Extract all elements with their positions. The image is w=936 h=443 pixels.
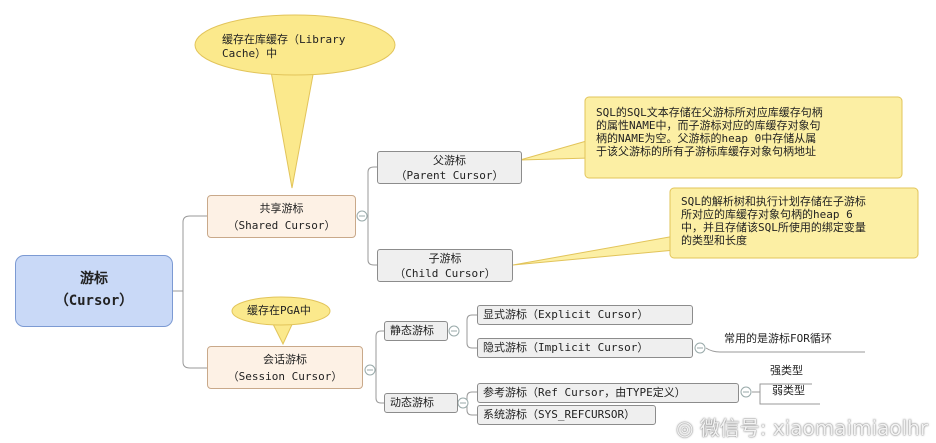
explicit-cursor-node[interactable]: 显式游标（Explicit Cursor） (477, 305, 693, 325)
node-title: 父游标 (433, 154, 466, 167)
note-line: SQL的SQL文本存储在父游标所对应库缓存句柄 (596, 106, 823, 119)
parent-note: SQL的SQL文本存储在父游标所对应库缓存句柄 的属性NAME中，而子游标对应的… (596, 106, 823, 158)
static-cursor-node[interactable]: 静态游标 (384, 321, 448, 341)
child-cursor-node[interactable]: 子游标 （Child Cursor） (377, 249, 513, 282)
parent-note-box (584, 96, 903, 179)
note-line: SQL的解析树和执行计划存储在子游标 (681, 195, 866, 208)
note-line: 柄的NAME为空。父游标的heap 0中存储从属 (596, 132, 817, 145)
node-title: 游标 (80, 271, 108, 287)
sys-refcursor-node[interactable]: 系统游标（SYS_REFCURSOR） (477, 405, 656, 425)
shared-cursor-node[interactable]: 共享游标 （Shared Cursor） (207, 195, 356, 238)
node-subtitle: （Shared Cursor） (227, 219, 336, 232)
implicit-cursor-node[interactable]: 隐式游标（Implicit Cursor） (477, 338, 693, 358)
library-cache-callout (194, 14, 396, 76)
node-title: 会话游标 (263, 353, 307, 366)
session-cursor-node[interactable]: 会话游标 （Session Cursor） (207, 346, 363, 389)
root-node-cursor[interactable]: 游标 （Cursor） (15, 255, 173, 327)
node-subtitle: （Cursor） (54, 293, 134, 309)
strong-type-label: 强类型 (770, 364, 803, 377)
callout-line: Cache）中 (222, 47, 278, 60)
child-note-box (669, 187, 919, 259)
node-subtitle: （Child Cursor） (394, 267, 496, 280)
pga-callout-text: 缓存在PGA中 (247, 304, 311, 317)
note-line: 于该父游标的所有子游标库缓存对象句柄地址 (596, 145, 816, 158)
child-note: SQL的解析树和执行计划存储在子游标 所对应的库缓存对象句柄的heap 6 中，… (681, 195, 866, 247)
watermark-text: 微信号: xiaomaimiaolhr (699, 416, 929, 440)
parent-cursor-node[interactable]: 父游标 （Parent Cursor） (377, 151, 522, 184)
note-line: 的类型和长度 (681, 234, 747, 247)
node-subtitle: （Session Cursor） (227, 370, 343, 383)
note-line: 所对应的库缓存对象句柄的heap 6 (681, 208, 853, 221)
implicit-note: 常用的是游标FOR循环 (724, 332, 832, 345)
ref-cursor-node[interactable]: 参考游标（Ref Cursor，由TYPE定义） (477, 383, 739, 403)
node-title: 共享游标 (259, 202, 304, 215)
dynamic-cursor-node[interactable]: 动态游标 (384, 393, 458, 413)
node-subtitle: （Parent Cursor） (395, 169, 504, 182)
library-cache-callout-text: 缓存在库缓存（Library Cache）中 (222, 33, 382, 61)
node-title: 子游标 (428, 252, 462, 265)
weak-type-label: 弱类型 (772, 384, 805, 397)
note-line: 中，并且存储该SQL所使用的绑定变量 (681, 221, 866, 234)
callout-line: 缓存在库缓存（Library (222, 33, 346, 46)
wechat-icon: ◎ (676, 416, 700, 440)
pga-callout (231, 296, 331, 326)
watermark: ◎ 微信号: xiaomaimiaolhr (676, 416, 928, 440)
note-line: 的属性NAME中，而子游标对应的库缓存对象句 (596, 119, 821, 132)
